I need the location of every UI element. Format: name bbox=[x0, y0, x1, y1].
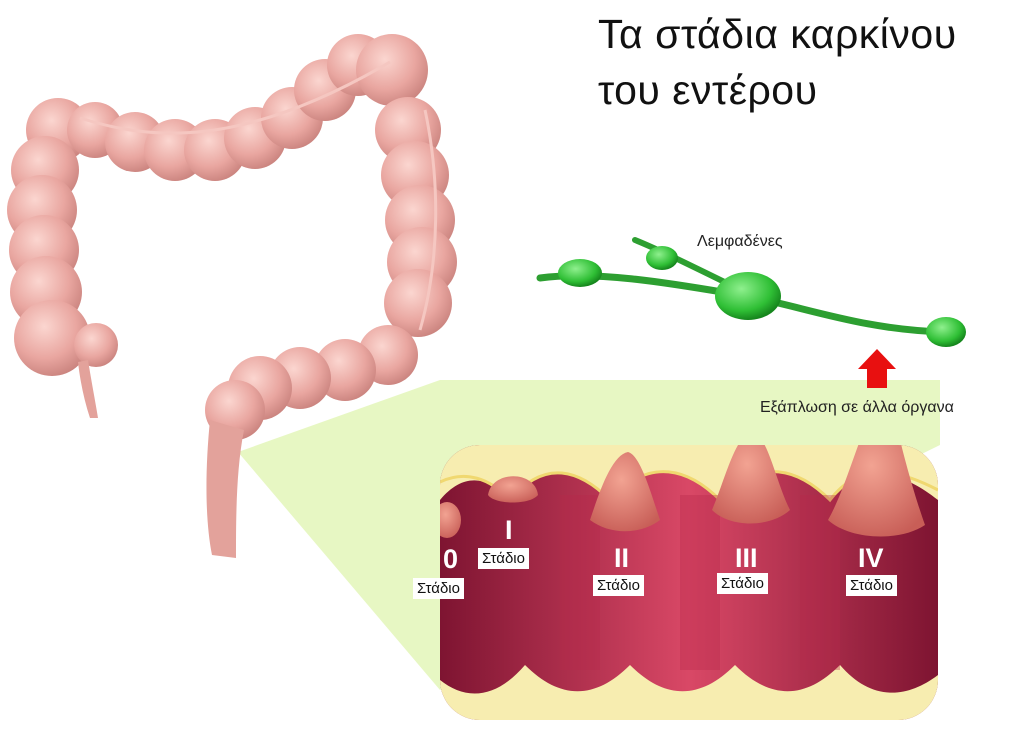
stage-2-caption: Στάδιο bbox=[593, 575, 644, 596]
lymph-nodes-graphic bbox=[540, 240, 966, 347]
stage-4-caption: Στάδιο bbox=[846, 575, 897, 596]
descending-colon bbox=[375, 97, 457, 337]
title-line-1: Τα στάδια καρκίνου bbox=[598, 6, 1008, 62]
stage-3-caption: Στάδιο bbox=[717, 573, 768, 594]
page-title: Τα στάδια καρκίνου του εντέρου bbox=[598, 6, 1008, 118]
stage-1-caption: Στάδιο bbox=[478, 548, 529, 569]
title-line-2: του εντέρου bbox=[598, 62, 1008, 118]
stage-0-caption: Στάδιο bbox=[413, 578, 464, 599]
stage-4-numeral: IV bbox=[858, 545, 884, 572]
transverse-colon bbox=[67, 34, 428, 181]
stage-0-numeral: 0 bbox=[443, 546, 458, 573]
rectum bbox=[206, 420, 244, 558]
intestine-wall-zoom bbox=[433, 428, 938, 720]
spread-label: Εξάπλωση σε άλλα όργανα bbox=[760, 399, 954, 417]
lymph-nodes-label: Λεμφαδένες bbox=[697, 233, 783, 251]
stage-1-numeral: I bbox=[505, 517, 513, 544]
stage-2-numeral: II bbox=[614, 545, 629, 572]
stage-3-numeral: III bbox=[735, 545, 758, 572]
